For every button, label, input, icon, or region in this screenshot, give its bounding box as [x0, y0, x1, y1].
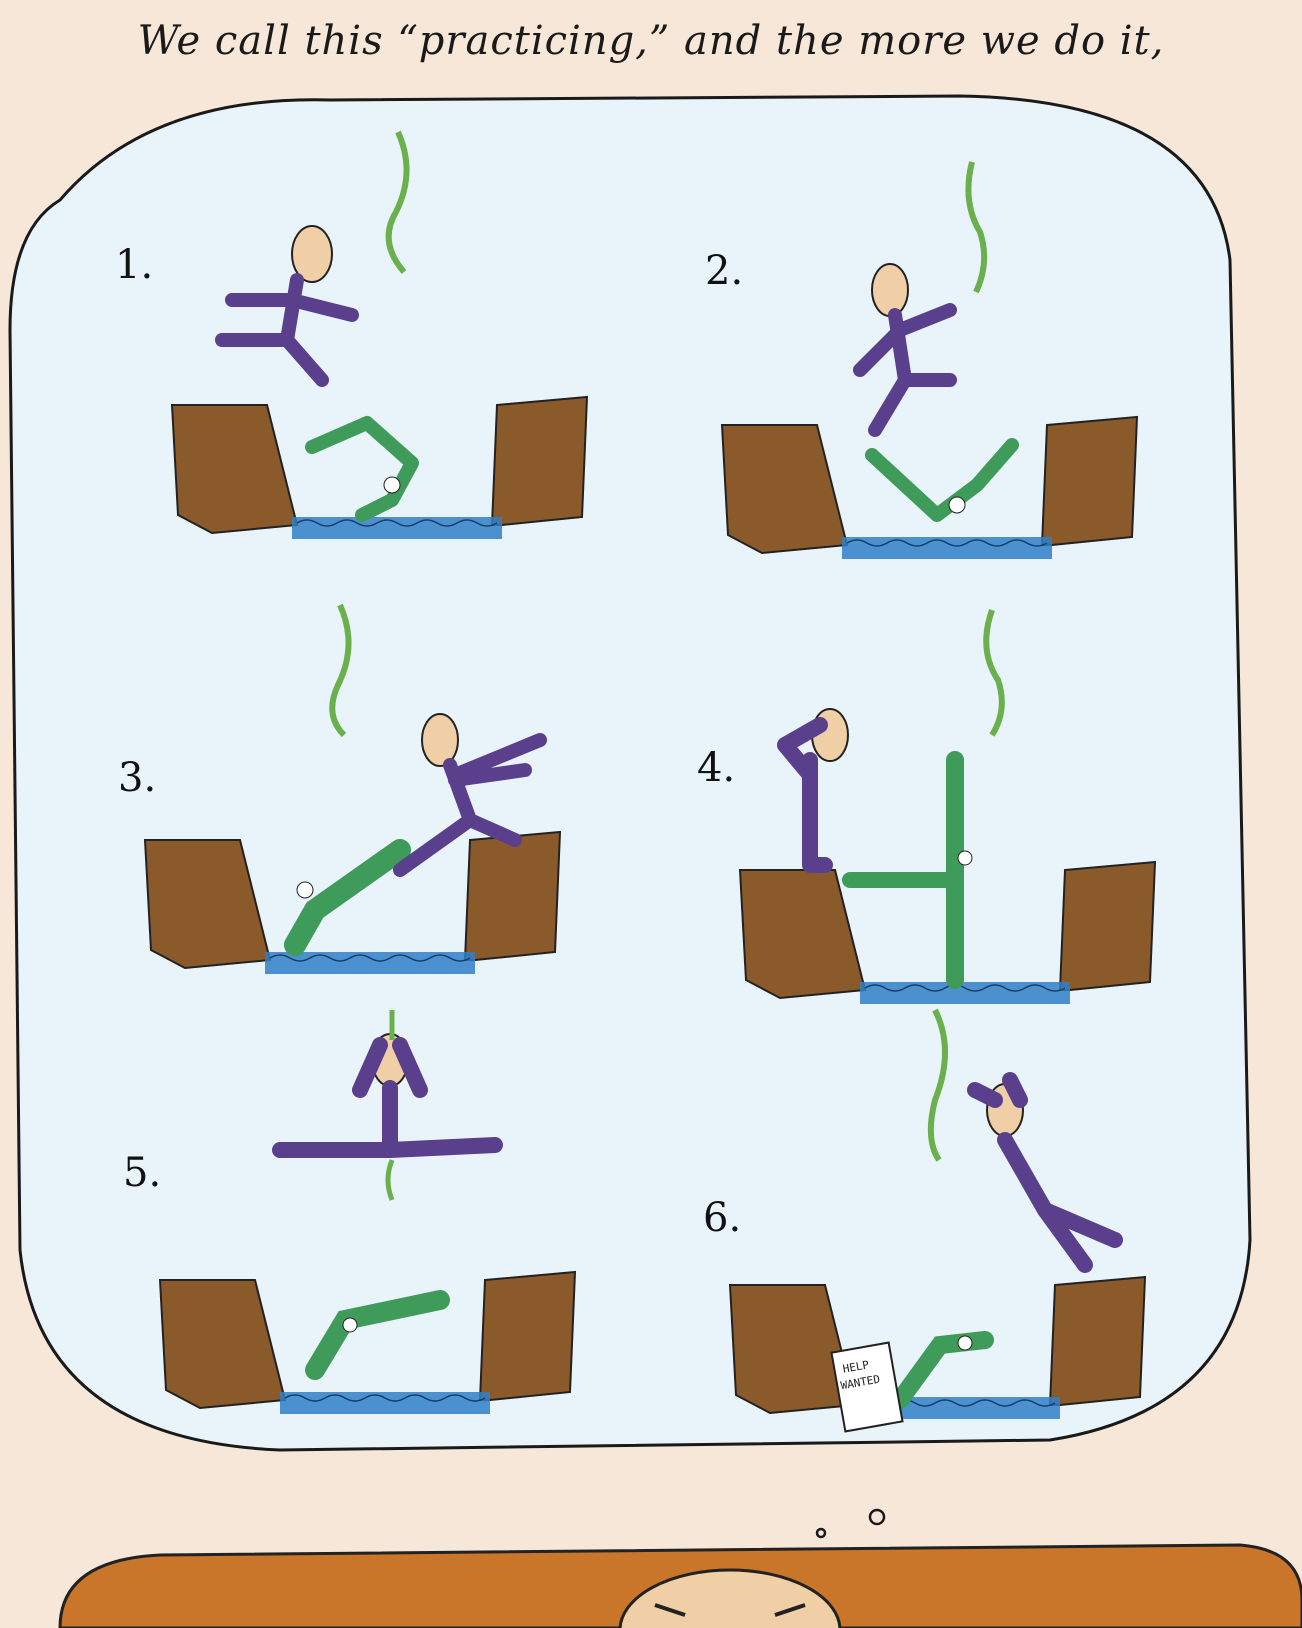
panel-2-vine [965, 161, 988, 294]
panel-4-number: 4. [697, 745, 736, 791]
panel-1-number: 1. [115, 242, 154, 288]
panel-5-figure [272, 1033, 503, 1158]
panel-2-number: 2. [705, 248, 744, 294]
panel-6-figure [967, 1072, 1123, 1273]
panel-4-vine [983, 609, 1005, 737]
viewer-eyebrows [654, 1603, 806, 1617]
panel-6-vine [927, 1008, 948, 1162]
page-caption: We call this “practicing,” and the more … [137, 18, 1165, 64]
panel-2-figure [853, 263, 957, 437]
thought-dot-large [868, 1508, 886, 1526]
panel-3-vine [329, 603, 352, 738]
panel-5-number: 5. [123, 1150, 162, 1196]
panel-4-figure [777, 708, 849, 873]
panel-3-number: 3. [118, 755, 157, 801]
panel-5-art [159, 1271, 576, 1415]
thought-dot-small [815, 1527, 827, 1539]
panel-2-art [721, 416, 1138, 560]
panel-6-art [729, 1276, 1146, 1433]
panel-6-number: 6. [703, 1195, 742, 1241]
panel-1-vine [385, 130, 410, 274]
panel-1-figure [215, 225, 359, 387]
panel-3-figure [393, 713, 547, 877]
panel-1-art [171, 396, 588, 540]
help-wanted-sign-line1: HELP [842, 1358, 871, 1375]
panel-4-art [739, 751, 1156, 1005]
panel-3-art [144, 831, 561, 975]
panel-5-vine [385, 1010, 395, 1201]
thought-bubble [8, 94, 1252, 1452]
